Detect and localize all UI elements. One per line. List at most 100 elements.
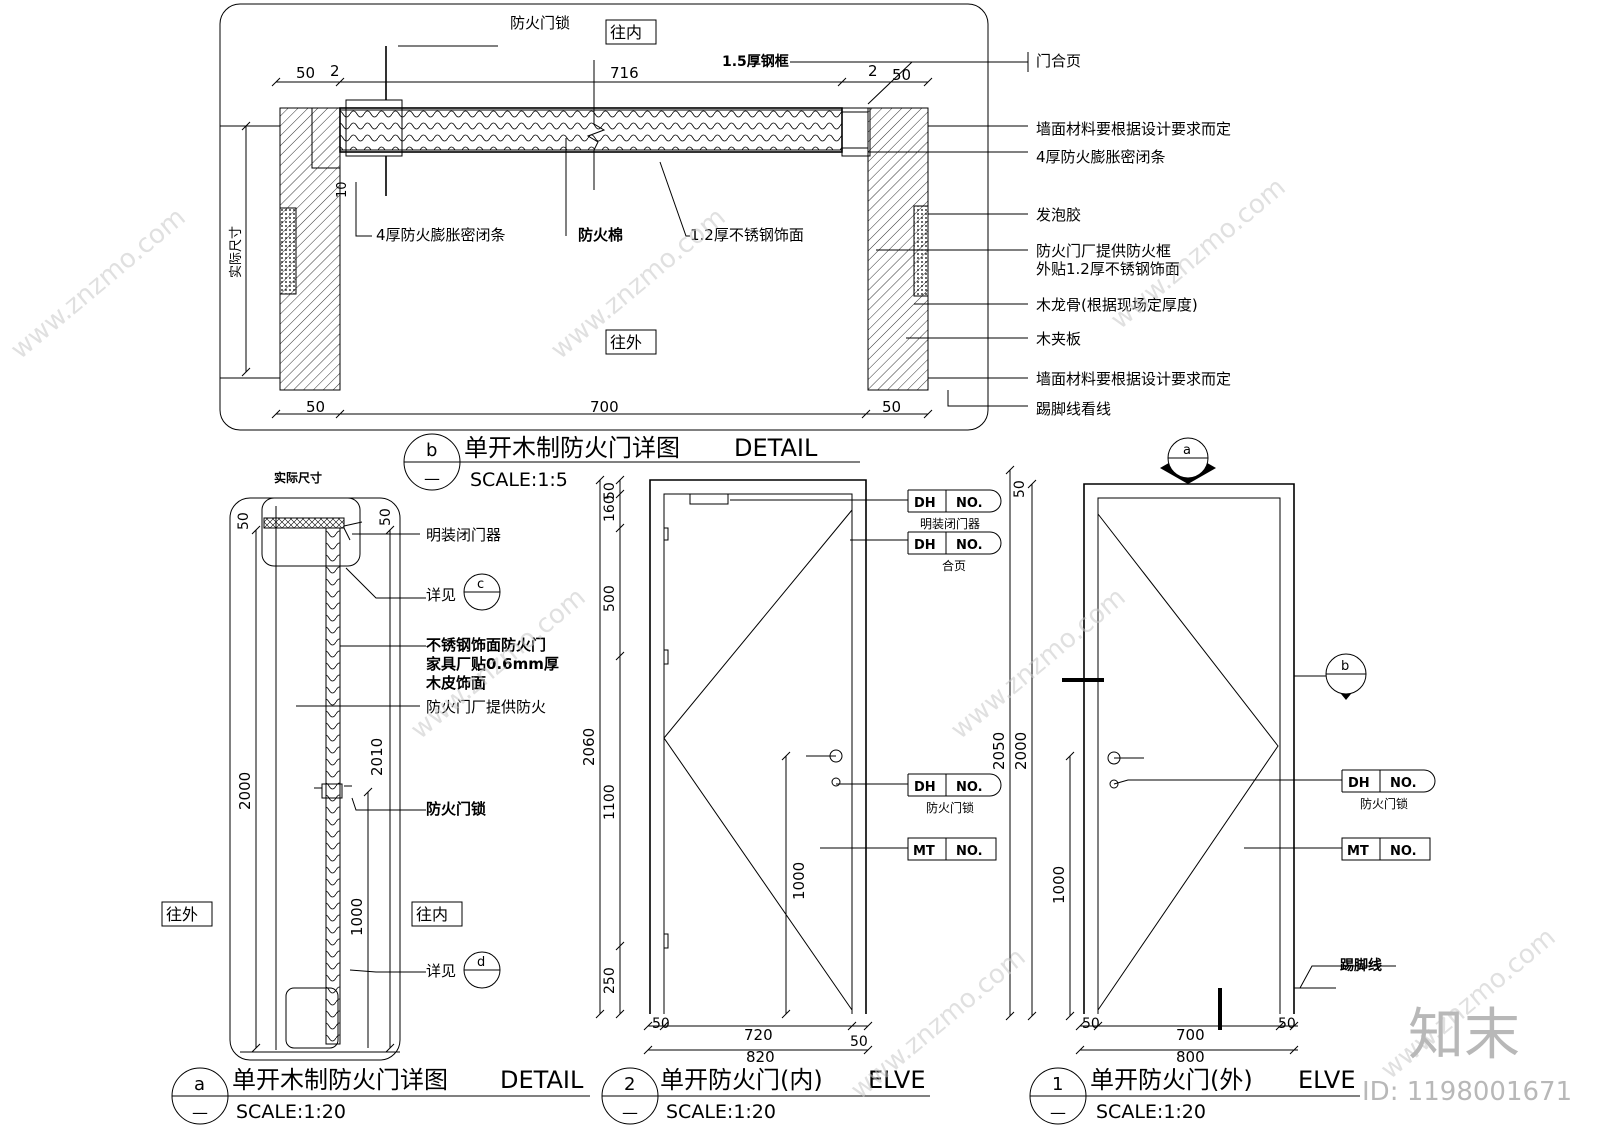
title-tag: 1 — [1052, 1074, 1063, 1095]
tag-no: NO. — [956, 844, 983, 859]
dim: 50 — [1012, 480, 1028, 498]
tag-note: 防火门锁 — [1360, 796, 1408, 811]
title-en: ELVE — [1298, 1066, 1355, 1094]
label-keel: 木龙骨(根据现场定厚度) — [1036, 296, 1198, 314]
tag-lock: DH NO. 防火门锁 — [907, 773, 1002, 815]
label-inside: 往内 — [610, 23, 642, 42]
dim: 500 — [602, 585, 618, 612]
title-scale: SCALE:1:20 — [1096, 1101, 1206, 1123]
label-fire-lock: 防火门锁 — [510, 14, 570, 32]
label-outside: 往外 — [166, 905, 198, 924]
dim: 50 — [850, 1034, 868, 1050]
title-tag: 2 — [624, 1074, 635, 1095]
tag-code: DH — [914, 780, 936, 795]
elevation-2-title: 2 — 单开防火门(内) ELVE SCALE:1:20 — [601, 1066, 930, 1125]
title-scale: SCALE:1:20 — [236, 1101, 346, 1123]
dim: 2050 — [990, 732, 1008, 770]
dim: 50 — [306, 398, 325, 416]
tag-code: MT — [1347, 844, 1369, 859]
title-dash: — — [1050, 1103, 1066, 1122]
tag-closer: DH NO. 明装闭门器 — [907, 489, 1002, 531]
title-en: DETAIL — [500, 1066, 584, 1094]
label-panel-3: 木皮饰面 — [425, 674, 486, 692]
dim: 50 — [892, 66, 911, 84]
title-cn: 单开木制防火门详图 — [232, 1066, 448, 1094]
label-frame: 防火门厂提供防火 — [426, 698, 546, 716]
label-skirting: 踢脚线看线 — [1036, 400, 1111, 418]
elevation-1-tags: DH NO. 防火门锁 MT NO. 踢脚线 — [1340, 769, 1436, 974]
label-skirting: 踢脚线 — [1340, 957, 1382, 974]
dim: 2 — [330, 62, 340, 80]
dim: 50 — [378, 508, 394, 526]
title-cn: 单开防火门(内) — [660, 1066, 823, 1094]
tag-no: NO. — [956, 780, 983, 795]
watermark: www.znzmo.com www.znzmo.com www.znzmo.co… — [5, 172, 1572, 1107]
label-actual-size: 实际尺寸 — [274, 470, 322, 485]
label-plywood: 木夹板 — [1036, 330, 1081, 348]
watermark-site: www.znzmo.com — [5, 202, 191, 365]
dim: 10 — [335, 181, 350, 198]
title-scale: SCALE:1:5 — [470, 469, 568, 491]
title-dash: — — [192, 1103, 208, 1122]
title-dash: — — [622, 1103, 638, 1122]
label-steel-frame: 1.5厚钢框 — [722, 53, 789, 70]
elevation-1-dims: 50 2050 2000 1000 50 700 50 800 — [990, 480, 1296, 1066]
ref-d: d — [477, 955, 485, 970]
detail-a-labels: 实际尺寸 明装闭门器 详见 c 不锈钢饰面防火门 家具厂贴0.6mm厚 木皮饰面… — [161, 470, 559, 989]
tag-note: 合页 — [942, 558, 966, 573]
label-see: 详见 — [426, 586, 456, 604]
tag-material: MT NO. — [907, 837, 997, 861]
title-cn: 单开木制防火门详图 — [464, 434, 680, 462]
detail-b-title: b — 单开木制防火门详图 DETAIL SCALE:1:5 — [403, 433, 860, 491]
watermark-id: ID: 1198001671 — [1362, 1077, 1572, 1107]
label-steel-face: 1.2厚不锈钢饰面 — [690, 226, 804, 244]
label-inside: 往内 — [416, 905, 448, 924]
label-foam: 发泡胶 — [1036, 206, 1081, 224]
dim: 700 — [1176, 1026, 1205, 1044]
tag-no: NO. — [956, 496, 983, 511]
section-marker-b: b — [1341, 659, 1349, 674]
title-tag: b — [426, 440, 437, 461]
dim: 160 — [602, 495, 618, 522]
dim: 50 — [1082, 1016, 1100, 1032]
tag-lock: DH NO. 防火门锁 — [1341, 769, 1436, 811]
dim: 1000 — [348, 898, 366, 936]
tag-no: NO. — [956, 538, 983, 553]
dim: 2000 — [236, 772, 254, 810]
detail-b-labels: 防火门锁 往内 往外 1.5厚钢框 门合页 墙面材料要根据设计要求而定 4厚防火… — [229, 14, 1231, 418]
section-marker-a: a — [1183, 443, 1191, 458]
title-tag: a — [194, 1074, 205, 1095]
tag-note: 防火门锁 — [926, 800, 974, 815]
detail-a-title: a — 单开木制防火门详图 DETAIL SCALE:1:20 — [171, 1066, 590, 1125]
label-panel-1: 不锈钢饰面防火门 — [426, 636, 546, 654]
elevation-2-dims: 50 160 500 2060 1100 250 1000 50 720 820… — [580, 482, 868, 1066]
label-panel-2: 家具厂贴0.6mm厚 — [426, 655, 559, 673]
ref-c: c — [477, 577, 484, 592]
title-en: DETAIL — [734, 434, 818, 462]
label-frame-1: 防火门厂提供防火框 — [1036, 242, 1171, 260]
tag-no: NO. — [1390, 844, 1417, 859]
dim: 2000 — [1012, 732, 1030, 770]
label-door-closer: 明装闭门器 — [426, 526, 501, 544]
dim: 720 — [744, 1026, 773, 1044]
dim: 50 — [652, 1016, 670, 1032]
elevation-2-door — [595, 475, 908, 1055]
label-seal-left: 4厚防火膨胀密闭条 — [376, 226, 506, 244]
dim: 716 — [610, 64, 639, 82]
elevation-1-title: 1 — 单开防火门(外) ELVE SCALE:1:20 — [1029, 1066, 1360, 1125]
tag-code: DH — [914, 496, 936, 511]
dim: 2060 — [580, 728, 598, 766]
label-lock: 防火门锁 — [426, 800, 486, 818]
tag-code: DH — [914, 538, 936, 553]
label-outside: 往外 — [610, 333, 642, 352]
label-wall-material: 墙面材料要根据设计要求而定 — [1036, 120, 1231, 138]
elevation-2-tags: DH NO. 明装闭门器 DH NO. 合页 DH NO. 防火门锁 MT NO… — [907, 489, 1002, 861]
dim: 50 — [236, 512, 252, 530]
label-seal-right: 4厚防火膨胀密闭条 — [1036, 148, 1166, 166]
watermark-site: www.znzmo.com — [845, 942, 1031, 1105]
title-en: ELVE — [868, 1066, 925, 1094]
dim: 700 — [590, 398, 619, 416]
dim: 2 — [868, 62, 878, 80]
tag-no: NO. — [1390, 776, 1417, 791]
